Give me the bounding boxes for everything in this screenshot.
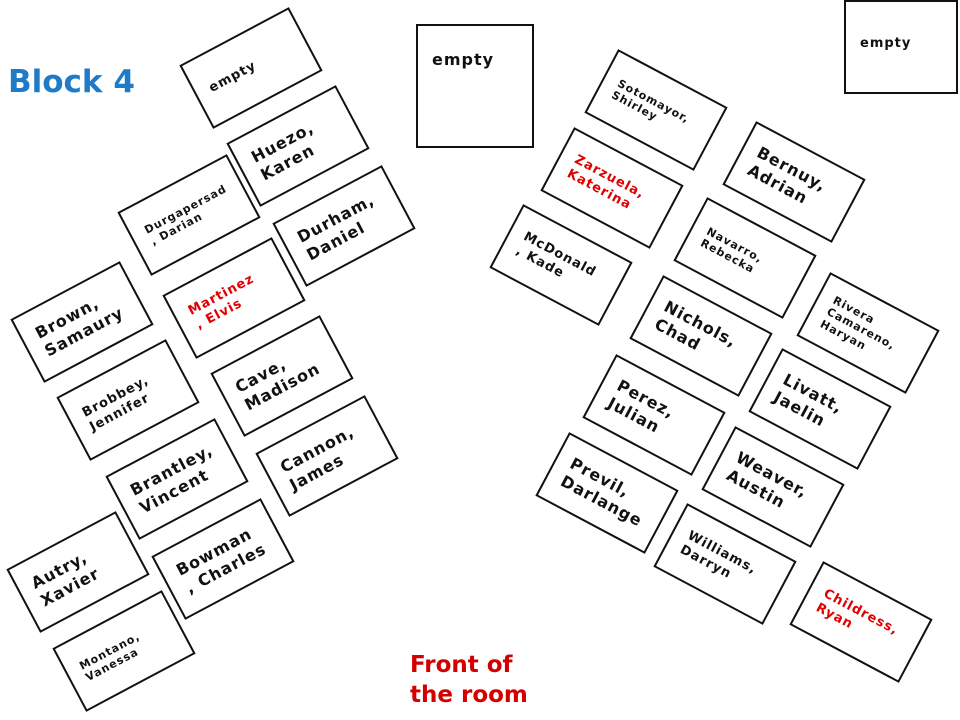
desk-empty-center: empty xyxy=(416,24,534,148)
desk-label: McDonald , Kade xyxy=(513,229,599,282)
block-title: Block 4 xyxy=(8,64,135,100)
desk-label: Rivera Camareno, Haryan xyxy=(818,293,898,353)
desk-label: Nichols, Chad xyxy=(651,297,741,355)
desk-label: Previl, Darlange xyxy=(557,454,646,531)
desk-label: Cannon, James xyxy=(277,422,358,495)
desk-label: Williams, Darryn xyxy=(677,528,760,582)
desk-label: empty xyxy=(860,36,912,51)
desk-label: Weaver, Austin xyxy=(723,448,811,513)
desk-label: Navarro, Rebecka xyxy=(698,224,766,276)
desk-label: empty xyxy=(432,50,495,69)
desk-label: Bowman , Charles xyxy=(173,524,270,598)
desk-childress-ryan: Childress, Ryan xyxy=(789,561,933,683)
desk-label: Livatt, Jaelin xyxy=(770,370,847,431)
desk-label: Autry, Xavier xyxy=(28,547,103,611)
desk-label: Durgapersad , Darian xyxy=(142,181,229,249)
desk-label: Brobbey, Jennifer xyxy=(79,373,153,435)
front-label-line2: the room xyxy=(410,682,528,708)
desk-label: Brantley, Vincent xyxy=(127,440,217,518)
desk-label: Sotomayor, Shirley xyxy=(609,76,692,126)
front-of-room-label: Front of the room xyxy=(410,650,528,710)
desk-label: Brown, Samaury xyxy=(32,293,127,361)
front-label-line1: Front of xyxy=(410,652,513,678)
desk-label: Cave, Madison xyxy=(232,354,324,415)
desk-label: Durham, Daniel xyxy=(294,190,378,265)
desk-label: Zarzuela, Katerina xyxy=(564,152,648,213)
desk-label: Huezo, Karen xyxy=(248,118,318,185)
desk-label: Perez, Julian xyxy=(604,376,678,437)
desk-empty-right: empty xyxy=(844,0,958,94)
desk-label: Childress, Ryan xyxy=(813,586,901,639)
desk-label: Montano, Vanessa xyxy=(77,629,142,685)
desk-label: Martinez , Elvis xyxy=(185,271,257,333)
desk-label: Bernuy, Adrian xyxy=(744,143,830,208)
desk-label: empty xyxy=(206,58,260,96)
